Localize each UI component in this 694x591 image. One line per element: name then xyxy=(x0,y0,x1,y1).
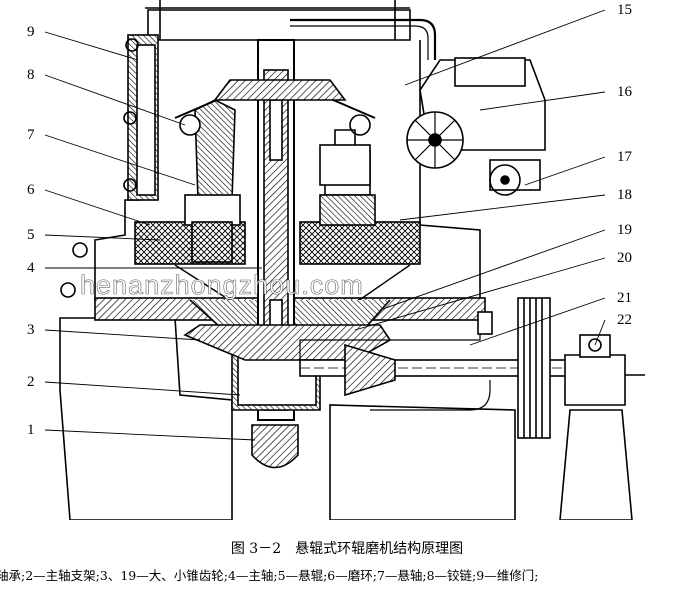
label-20: 20 xyxy=(617,250,632,266)
watermark-text: henanzhongzhou.com xyxy=(80,270,364,300)
label-19: 19 xyxy=(617,222,632,238)
label-4: 4 xyxy=(27,260,35,276)
bearing xyxy=(251,424,299,469)
label-16: 16 xyxy=(617,84,633,100)
figure-caption: 图 3－2 悬辊式环辊磨机结构原理图 xyxy=(230,541,464,557)
label-3: 3 xyxy=(27,322,35,338)
leader-lines xyxy=(44,9,606,441)
label-2: 2 xyxy=(27,374,35,390)
label-9: 9 xyxy=(27,24,35,40)
label-22: 22 xyxy=(617,312,632,328)
label-7: 7 xyxy=(27,127,35,143)
label-17: 17 xyxy=(617,149,633,165)
machine-body xyxy=(59,0,645,520)
figure-legend: 轴承;2—主轴支架;3、19—大、小锥齿轮;4—主轴;5—悬辊;6—磨环;7—悬… xyxy=(0,568,539,583)
label-15: 15 xyxy=(617,2,632,18)
suspension-roll xyxy=(194,99,236,201)
label-21: 21 xyxy=(617,290,632,306)
foundation-right xyxy=(329,404,516,520)
label-18: 18 xyxy=(617,187,632,203)
foundation-left xyxy=(59,317,233,520)
gear-reducer xyxy=(564,354,626,406)
mill-structure-diagram: 9 8 7 6 5 4 3 2 1 15 16 17 18 19 20 21 2… xyxy=(27,0,645,520)
part-labels: 9 8 7 6 5 4 3 2 1 15 16 17 18 19 20 21 2… xyxy=(27,2,633,438)
gear-reducer-pedestal xyxy=(559,409,633,520)
top-hood xyxy=(147,9,411,41)
bevel-gear-small xyxy=(344,343,396,397)
label-6: 6 xyxy=(27,182,35,198)
label-8: 8 xyxy=(27,67,35,83)
label-5: 5 xyxy=(27,227,35,243)
hinge xyxy=(179,114,201,136)
label-1: 1 xyxy=(27,422,35,438)
